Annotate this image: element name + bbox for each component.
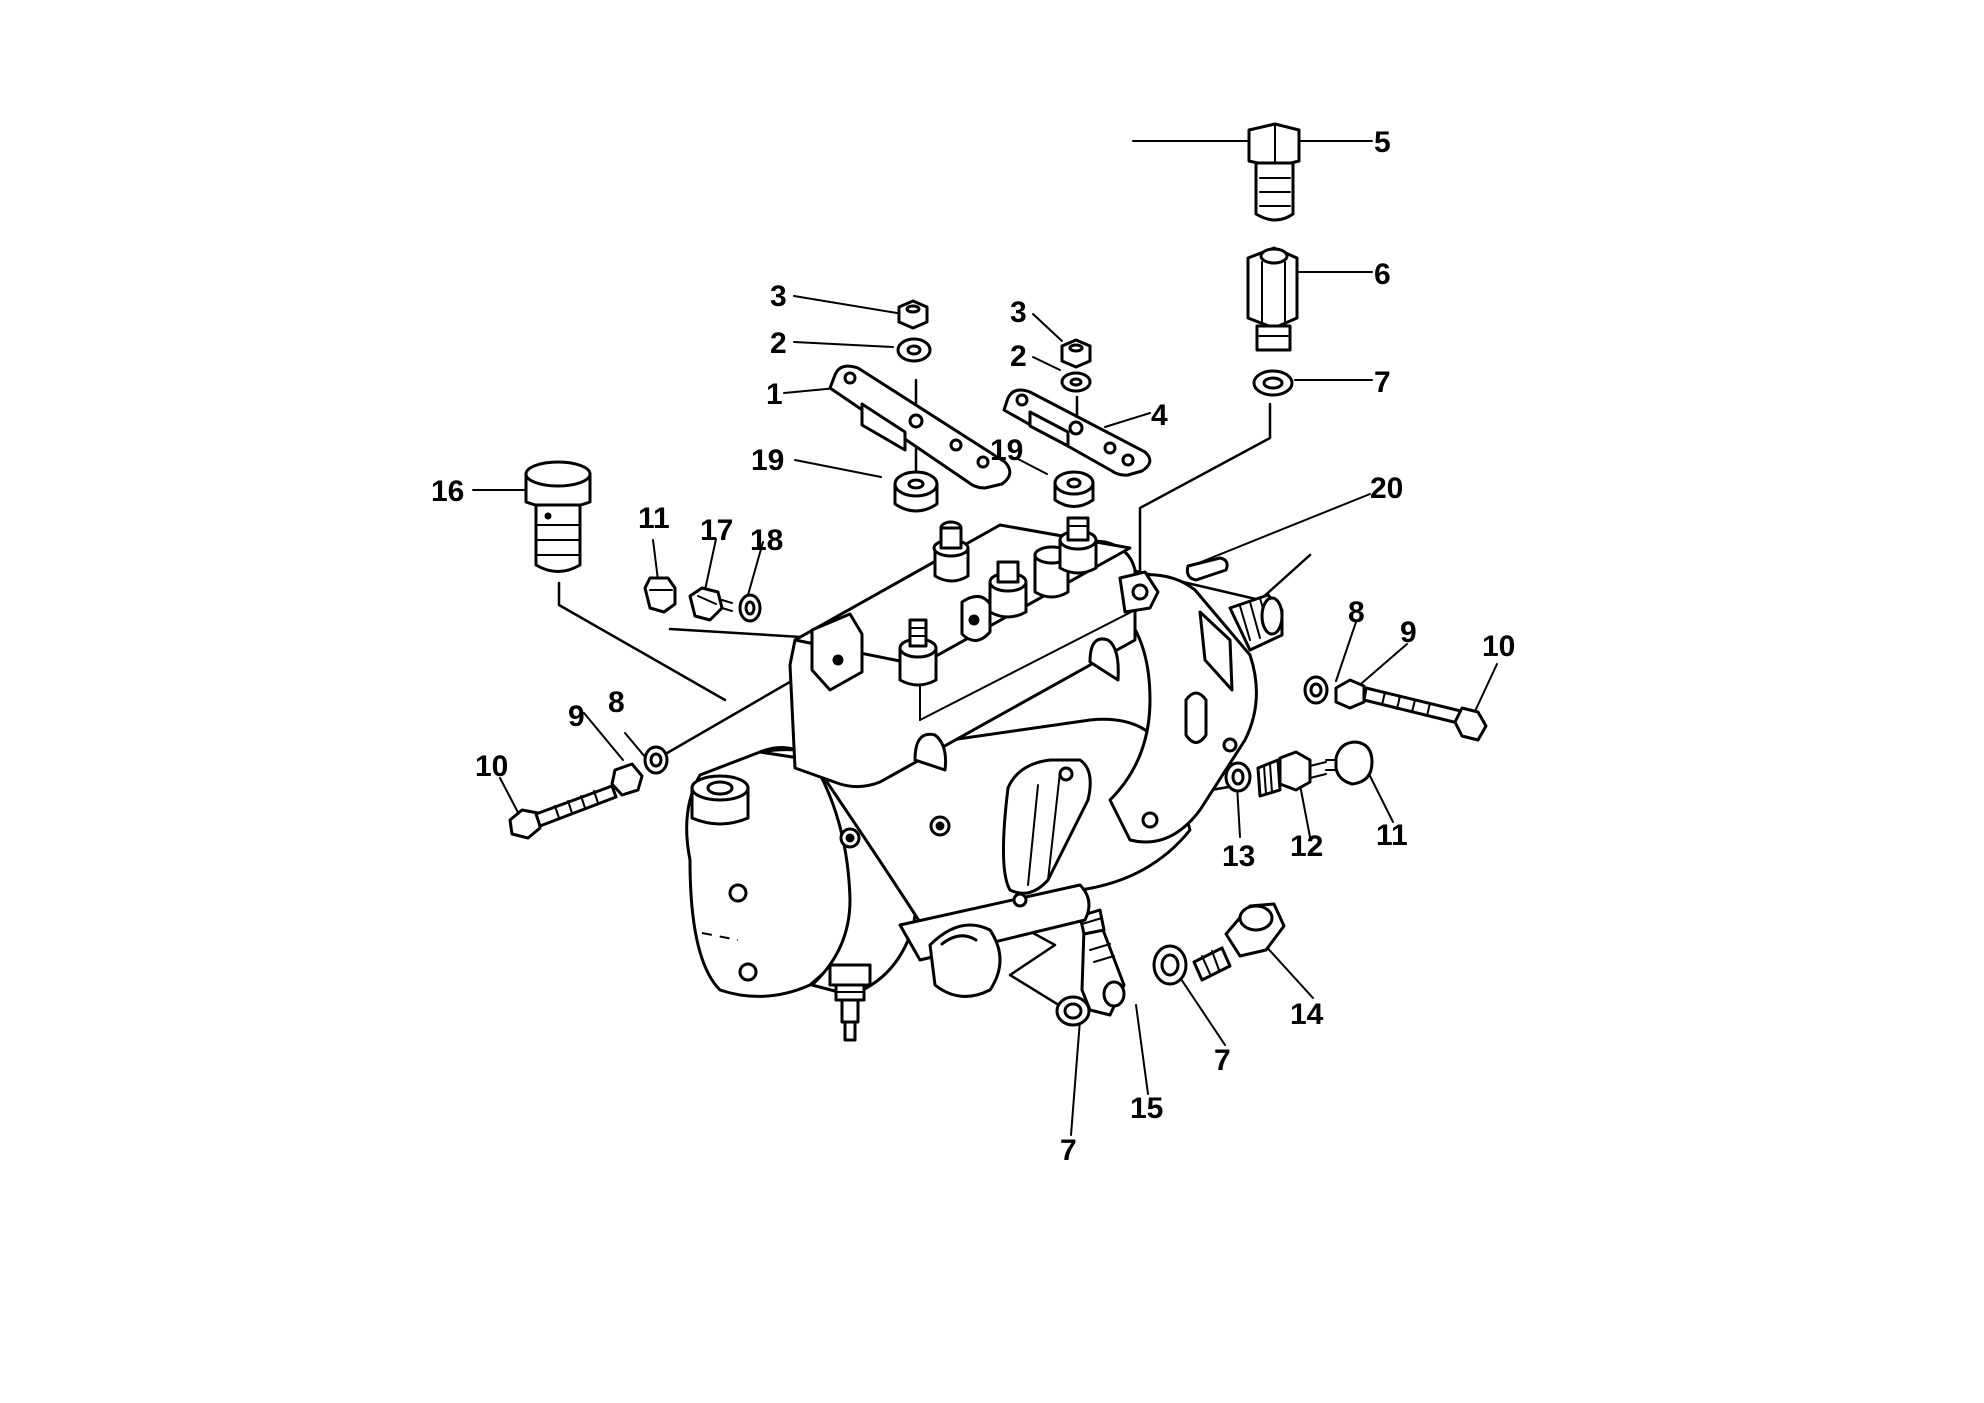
nut-part-9-right	[1334, 678, 1366, 710]
banjo-union-part-15	[1078, 908, 1126, 1017]
callout-8: 8	[608, 686, 625, 719]
cap-part-11-right	[1325, 740, 1374, 786]
callout-7: 7	[1374, 366, 1391, 399]
washer-part-2-left	[896, 337, 932, 363]
callout-11: 11	[1376, 819, 1408, 852]
washer-part-2-right	[1060, 371, 1092, 393]
fitting-part-17	[688, 586, 733, 622]
washer-part-8-left	[643, 745, 669, 775]
callout-5: 5	[1374, 126, 1391, 159]
callout-19: 19	[990, 434, 1023, 467]
nut-part-3-right	[1060, 338, 1092, 369]
injection-pump-body	[685, 516, 1284, 1042]
callout-20: 20	[1370, 472, 1403, 505]
callout-11: 11	[638, 502, 670, 535]
callout-18: 18	[750, 524, 783, 557]
callout-8: 8	[1348, 596, 1365, 629]
callout-9: 9	[568, 700, 585, 733]
adaptor-part-6	[1246, 246, 1299, 352]
washer-part-7-top	[1252, 369, 1294, 397]
callout-4: 4	[1151, 399, 1168, 432]
callout-15: 15	[1130, 1092, 1163, 1125]
seal-part-18	[738, 593, 762, 623]
callout-1: 1	[766, 378, 783, 411]
nut-part-9-left	[610, 762, 644, 797]
nut-part-3-left	[897, 299, 929, 330]
callout-14: 14	[1290, 998, 1324, 1031]
washer-part-13	[1224, 761, 1252, 793]
callout-13: 13	[1222, 840, 1255, 873]
callout-2: 2	[770, 327, 787, 360]
callout-7: 7	[1214, 1044, 1231, 1077]
bracket-part-1	[828, 364, 1012, 490]
washer-part-8-right	[1303, 675, 1329, 705]
callout-19: 19	[751, 444, 784, 477]
washer-part-7-mid	[1152, 944, 1188, 986]
callout-12: 12	[1290, 830, 1323, 863]
washer-part-7-bottom	[1055, 995, 1091, 1027]
callout-2: 2	[1010, 340, 1027, 373]
callout-labels: 5 6 7 3 2 1 19 3 2 4 19 16 20 11 17 18 8…	[431, 126, 1515, 1167]
bolt-part-10-left	[508, 784, 618, 840]
callout-17: 17	[700, 514, 733, 547]
callout-10: 10	[1482, 630, 1515, 663]
cap-part-11-top	[643, 576, 677, 614]
bracket-part-4	[1002, 388, 1152, 477]
callout-9: 9	[1400, 616, 1417, 649]
banjo-bolt-part-16	[524, 460, 592, 573]
callout-7: 7	[1060, 1134, 1077, 1167]
spacer-part-19-left	[893, 470, 939, 513]
fitting-part-12	[1256, 750, 1327, 798]
key-part-20	[1185, 556, 1229, 582]
callout-10: 10	[475, 750, 508, 783]
bolt-part-10-right	[1362, 686, 1488, 742]
callout-3: 3	[770, 280, 787, 313]
spacer-part-19-right	[1053, 470, 1095, 508]
callout-16: 16	[431, 475, 464, 508]
banjo-bolt-part-5	[1247, 122, 1301, 222]
callout-6: 6	[1374, 258, 1391, 291]
banjo-bolt-part-14	[1192, 902, 1286, 982]
callout-3: 3	[1010, 296, 1027, 329]
